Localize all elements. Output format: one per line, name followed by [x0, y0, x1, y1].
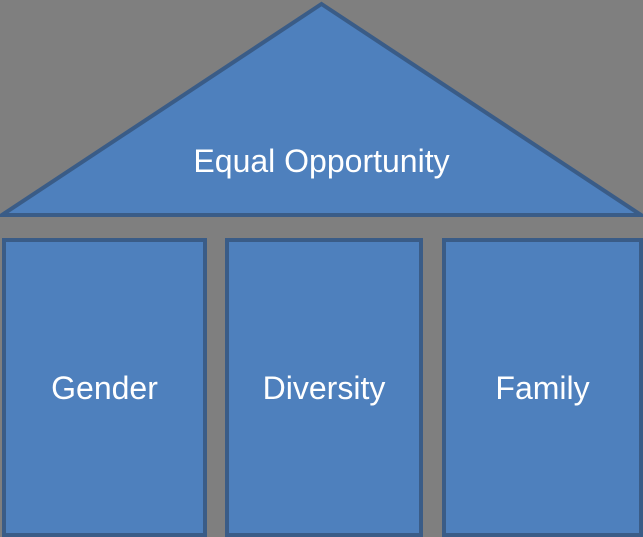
roof-triangle-shape — [0, 1, 643, 217]
roof-label: Equal Opportunity — [193, 143, 450, 179]
pillar-gender: Gender — [2, 238, 207, 537]
pillar-label-diversity: Diversity — [262, 369, 386, 406]
pillar-label-gender: Gender — [51, 369, 158, 406]
pillar-family: Family — [442, 238, 643, 537]
pillar-diversity: Diversity — [225, 238, 423, 537]
roof-triangle — [0, 1, 643, 217]
pillar-label-family: Family — [495, 369, 590, 406]
